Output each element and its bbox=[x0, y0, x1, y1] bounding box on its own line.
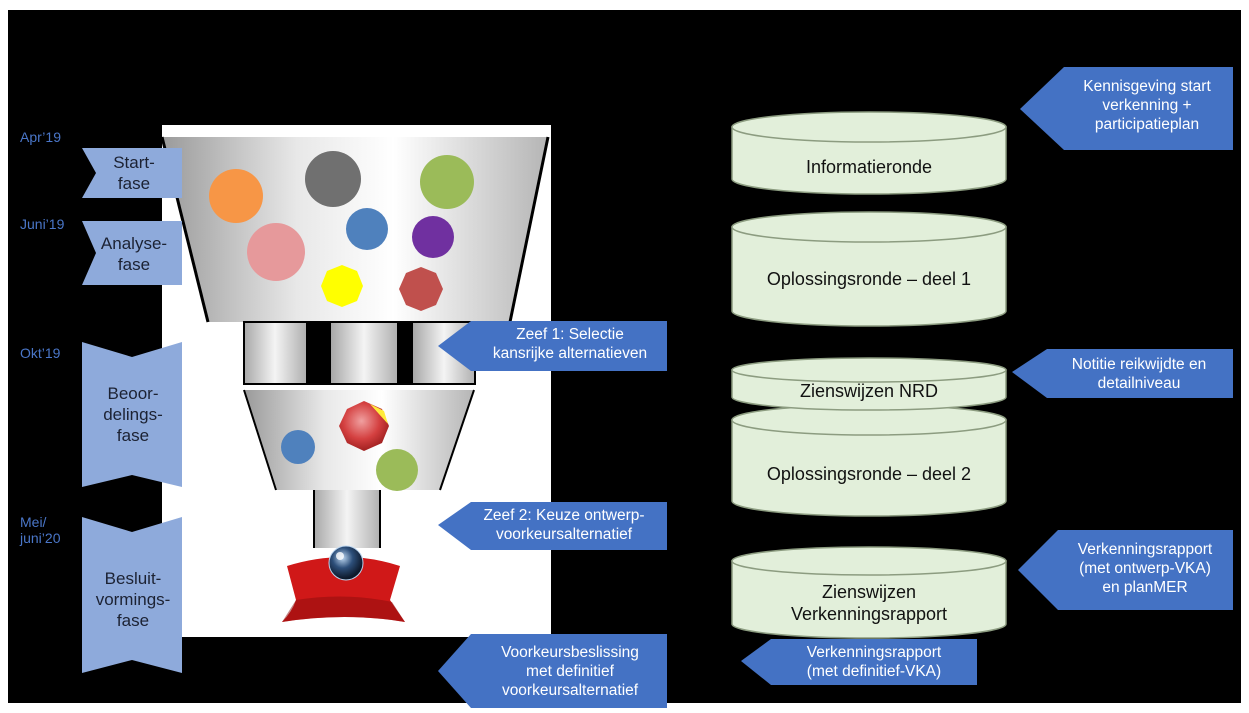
alternative-ball-orange bbox=[209, 169, 263, 223]
kansrijk-ball-blue bbox=[281, 430, 315, 464]
phase-arrow-besluit bbox=[82, 517, 182, 673]
alternative-ball-purple bbox=[412, 216, 454, 258]
kansrijk-ball-green bbox=[376, 449, 418, 491]
phase-arrow-analyse bbox=[82, 221, 182, 285]
phase-label-analyse: Analyse- fase bbox=[100, 234, 168, 274]
final-alternative-gem bbox=[328, 545, 364, 581]
callout-voorkeursbeslissing bbox=[438, 634, 667, 708]
voorkeursbeslissing-text: Voorkeursbeslissing met definitief voork… bbox=[501, 644, 639, 699]
alternative-ball-green bbox=[420, 155, 474, 209]
phase-arrow-start bbox=[82, 148, 182, 198]
label-oplossing1: Oplossingsronde – deel 1 bbox=[766, 269, 972, 289]
callout-notitie bbox=[1012, 349, 1233, 398]
phase-label-besluit: Besluit- vormings- fase bbox=[95, 569, 171, 630]
date-okt19: Okt’19 bbox=[20, 345, 61, 361]
date-juni19: Juni’19 bbox=[20, 216, 65, 232]
cylinder-oplossing2 bbox=[731, 404, 1007, 517]
label-oplossing2: Oplossingsronde – deel 2 bbox=[766, 464, 972, 484]
verkenningsrapport-def-text: Verkenningsrapport (met definitief-VKA) bbox=[806, 644, 942, 680]
notitie-text: Notitie reikwijdte en detailniveau bbox=[1071, 356, 1207, 392]
callout-kennisgeving bbox=[1020, 67, 1233, 150]
zeef1-text: Zeef 1: Selectie kansrijke alternatieven bbox=[492, 326, 648, 362]
phase-arrow-beoordeling bbox=[82, 342, 182, 487]
alternative-octagon-red bbox=[399, 267, 443, 311]
cylinder-zienswijzen-nrd bbox=[731, 357, 1007, 411]
sieve-pipes-1 bbox=[243, 321, 476, 385]
callout-verkenningsrapport-ontwerp bbox=[1018, 530, 1233, 610]
callout-zeef2 bbox=[438, 502, 667, 550]
kansrijk-ball-red bbox=[339, 401, 389, 451]
kennisgeving-text: Kennisgeving start verkenning + particip… bbox=[1083, 78, 1211, 133]
cylinder-oplossing1 bbox=[731, 211, 1007, 327]
alternative-octagon-yellow bbox=[321, 265, 363, 307]
alternative-ball-pink bbox=[247, 223, 305, 281]
date-mei20-line1: Mei/ bbox=[20, 514, 47, 530]
date-mei20: Mei/ juni’20 bbox=[20, 514, 60, 546]
alternative-ball-grey bbox=[305, 151, 361, 207]
verkenningsrapport-ontwerp-text: Verkenningsrapport (met ontwerp-VKA) en … bbox=[1077, 541, 1213, 596]
cylinder-zienswijzen-verkenning bbox=[731, 546, 1007, 639]
label-informatieronde: Informatieronde bbox=[805, 157, 933, 177]
label-zienswijzen-verkenning: Zienswijzen Verkenningsrapport bbox=[790, 582, 948, 624]
date-mei20-line2: juni’20 bbox=[20, 530, 61, 546]
alternative-ball-blue bbox=[346, 208, 388, 250]
phase-label-start: Start- fase bbox=[113, 153, 155, 193]
cylinder-informatieronde bbox=[731, 111, 1007, 195]
callout-verkenningsrapport-def bbox=[741, 639, 977, 685]
label-zienswijzen-nrd: Zienswijzen NRD bbox=[799, 381, 939, 401]
zeef2-text: Zeef 2: Keuze ontwerp- voorkeursalternat… bbox=[483, 507, 645, 543]
callout-zeef1 bbox=[438, 321, 667, 371]
phase-label-beoordeling: Beoor- delings- fase bbox=[103, 384, 163, 445]
phase-arrows bbox=[82, 148, 182, 673]
date-apr19: Apr’19 bbox=[20, 129, 61, 145]
funnel-neck bbox=[314, 490, 380, 548]
